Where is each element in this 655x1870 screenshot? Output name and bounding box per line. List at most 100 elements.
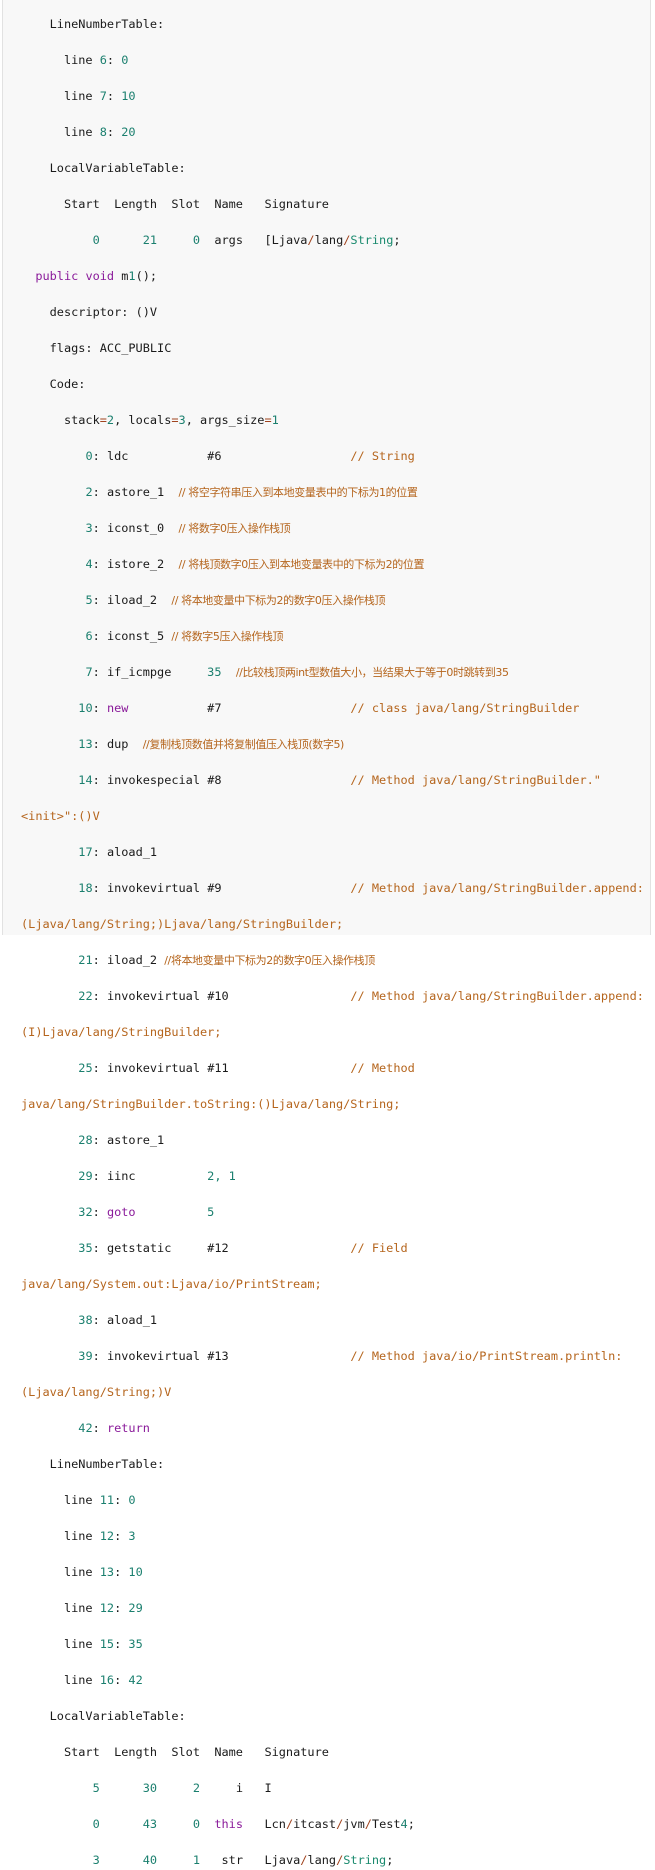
instruction-comment-wrap: (I)Ljava/lang/StringBuilder; (21, 1023, 644, 1041)
lvt-start: 3 (92, 1853, 100, 1867)
label-text: LocalVariableTable: (49, 161, 186, 175)
lvt-start: 5 (92, 1781, 100, 1795)
source-line: 13 (99, 1565, 115, 1579)
stack-line: stack=2, locals=3, args_size=1 (21, 413, 279, 427)
source-line: 16 (99, 1673, 115, 1687)
instruction-pc: 3 (85, 521, 93, 535)
lvt-row: 5 30 2 i I (21, 1779, 644, 1797)
instruction-op: astore_1 (106, 1133, 165, 1147)
pc-value: 35 (128, 1637, 143, 1651)
code-label-text: Code: (49, 377, 86, 391)
instruction-op: astore_1 (106, 485, 165, 499)
flags-label: flags: (49, 341, 93, 355)
instruction-op: invokespecial (106, 773, 201, 787)
instruction-comment: //将本地变量中下标为2的数字0压入操作栈顶 (164, 954, 375, 967)
instruction-arg: #10 (207, 989, 229, 1003)
instruction: 0: ldc #6 // String (85, 449, 415, 463)
instruction-op: aload_1 (106, 1313, 158, 1327)
instruction: 17: aload_1 (78, 845, 158, 859)
header-signature: Signature (264, 197, 329, 211)
instruction: 4: istore_2 // 将栈顶数字0压入到本地变量表中的下标为2的位置 (85, 557, 425, 571)
lvt-start: 0 (92, 1817, 100, 1831)
instruction-op: new (106, 701, 129, 715)
instruction-arg: #12 (207, 1241, 229, 1255)
header-name: Name (214, 197, 243, 211)
instruction-comment: // 将空字符串压入到本地变量表中的下标为1的位置 (178, 486, 418, 499)
method-modifiers: public void (35, 269, 115, 283)
lvt-slot: 0 (192, 233, 201, 247)
comment-wrap-text: (I)Ljava/lang/StringBuilder; (21, 1025, 222, 1039)
instruction-pc: 38 (78, 1313, 93, 1327)
instruction-arg: #7 (207, 701, 222, 715)
line-number-entry: line 12: 3 (21, 1529, 136, 1543)
lvt-name: str (221, 1853, 243, 1867)
label-text: LocalVariableTable: (49, 1709, 186, 1723)
instruction-pc: 21 (78, 953, 93, 967)
instruction-comment: // Method java/lang/StringBuilder.append… (350, 989, 644, 1003)
comment-wrap-text: java/lang/StringBuilder.toString:()Ljava… (21, 1097, 401, 1111)
instruction-comment: // Method java/lang/StringBuilder.append… (350, 881, 644, 895)
instruction-comment: // Field (350, 1241, 408, 1255)
instruction: 35: getstatic #12 // Field (78, 1241, 408, 1255)
source-line: 15 (99, 1637, 115, 1651)
header-length: Length (114, 1745, 158, 1759)
instruction-arg: #11 (207, 1061, 229, 1075)
instruction: 42: return (78, 1421, 150, 1435)
local-variable-table-label: LocalVariableTable: (21, 1707, 644, 1725)
instruction-arg: 35 (207, 665, 222, 679)
descriptor-label: descriptor: (49, 305, 129, 319)
instruction: 2: astore_1 // 将空字符串压入到本地变量表中的下标为1的位置 (85, 485, 418, 499)
source-line: 11 (99, 1493, 115, 1507)
instruction-comment: // Method java/io/PrintStream.println: (350, 1349, 623, 1363)
line-number-entry: line 13: 10 (21, 1565, 143, 1579)
code-text: LineNumberTable: line 6: 0 line 7: 10 li… (21, 0, 644, 1870)
instruction-pc: 5 (85, 593, 93, 607)
instruction-arg: 5 (207, 1205, 215, 1219)
instruction: 21: iload_2 //将本地变量中下标为2的数字0压入操作栈顶 (78, 953, 375, 967)
instruction-op: invokevirtual (106, 1061, 201, 1075)
lvt-length: 21 (142, 233, 158, 247)
instruction: 7: if_icmpge 35 //比较栈顶两int型数值大小，当结果大于等于0… (85, 665, 509, 679)
instruction-op: ldc (106, 449, 129, 463)
source-line: 6 (99, 53, 107, 67)
pc-value: 10 (128, 1565, 143, 1579)
line-number-table-label: LineNumberTable: (21, 15, 644, 33)
instruction: 13: dup //复制栈顶数值并将复制值压入栈顶(数字5) (78, 737, 344, 751)
instruction-op: iload_2 (106, 593, 158, 607)
instruction-op: istore_2 (106, 557, 165, 571)
descriptor-value: ()V (135, 305, 158, 319)
instruction: 18: invokevirtual #9 // Method java/lang… (78, 881, 644, 895)
instruction: 6: iconst_5 // 将数字5压入操作栈顶 (85, 629, 284, 643)
instruction-pc: 42 (78, 1421, 93, 1435)
instruction-pc: 32 (78, 1205, 93, 1219)
instruction: 39: invokevirtual #13 // Method java/io/… (78, 1349, 623, 1363)
source-line: 7 (99, 89, 107, 103)
instruction-comment: // 将本地变量中下标为2的数字0压入操作栈顶 (171, 594, 386, 607)
instruction-comment: // 将数字5压入操作栈顶 (171, 630, 284, 643)
comment-wrap-text: java/lang/System.out:Ljava/io/PrintStrea… (21, 1277, 322, 1291)
lvt-start: 0 (92, 233, 100, 247)
instruction-pc: 17 (78, 845, 93, 859)
instruction-pc: 29 (78, 1169, 93, 1183)
instruction-pc: 28 (78, 1133, 93, 1147)
pc-value: 29 (128, 1601, 143, 1615)
instruction-comment: // 将数字0压入操作栈顶 (178, 522, 291, 535)
instruction-comment-wrap: java/lang/System.out:Ljava/io/PrintStrea… (21, 1275, 644, 1293)
lvt-header-row: Start Length Slot Name Signature (21, 1743, 644, 1761)
instruction: 38: aload_1 (78, 1313, 158, 1327)
instruction-pc: 10 (78, 701, 93, 715)
lvt-length: 43 (142, 1817, 158, 1831)
instruction-comment-wrap: java/lang/StringBuilder.toString:()Ljava… (21, 1095, 644, 1113)
descriptor-line: descriptor: ()V (21, 303, 644, 321)
instruction-pc: 14 (78, 773, 93, 787)
pc-value: 20 (121, 125, 136, 139)
flags-line: flags: ACC_PUBLIC (21, 339, 644, 357)
instruction-op: iinc (106, 1169, 136, 1183)
instruction-comment: // String (350, 449, 415, 463)
line-number-entry: line 6: 0 (21, 53, 129, 67)
header-signature: Signature (264, 1745, 329, 1759)
signature-suffix: ; (386, 1853, 394, 1867)
line-number-table-label: LineNumberTable: (21, 1455, 644, 1473)
instruction-op: invokevirtual (106, 989, 201, 1003)
instruction-pc: 39 (78, 1349, 93, 1363)
